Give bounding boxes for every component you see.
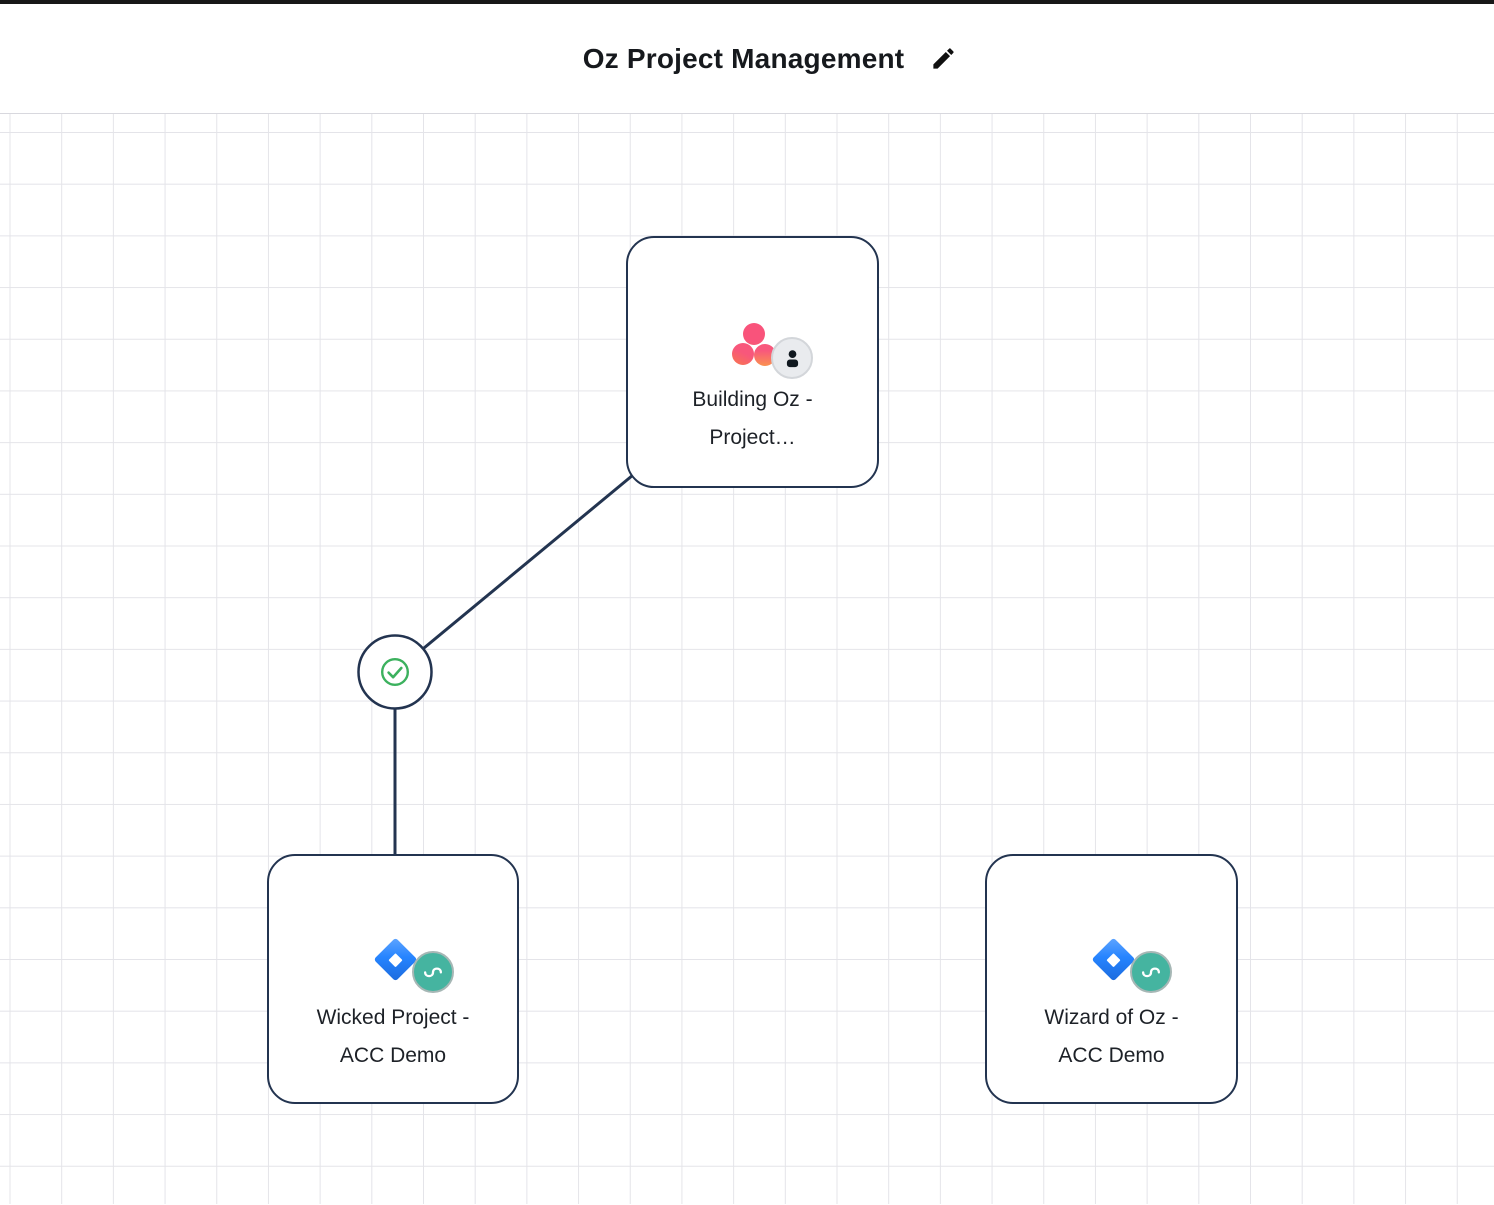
unito-sync-icon xyxy=(412,951,454,993)
flow-title-group: Oz Project Management xyxy=(582,42,958,74)
jira-icon xyxy=(1091,937,1136,982)
flow-edges-layer xyxy=(357,473,634,855)
flow-connector-status[interactable] xyxy=(357,634,433,710)
edge-building-oz-to-connector xyxy=(394,473,634,674)
node-wicked-project[interactable]: Wicked Project - ACC Demo xyxy=(267,854,519,1104)
unito-sync-icon xyxy=(1130,951,1172,993)
asana-icon xyxy=(728,321,792,371)
user-avatar-icon xyxy=(771,337,813,379)
top-border-bar xyxy=(0,0,1494,4)
check-circle-icon xyxy=(381,658,410,687)
flow-header: Oz Project Management xyxy=(0,4,1494,113)
flow-canvas[interactable]: Building Oz - Project… Wicked Project - … xyxy=(0,113,1494,1204)
edit-title-button[interactable] xyxy=(930,45,957,72)
node-label: Wizard of Oz - ACC Demo xyxy=(1044,1006,1179,1067)
node-building-oz[interactable]: Building Oz - Project… xyxy=(626,236,879,488)
pencil-icon xyxy=(930,45,957,72)
page-title: Oz Project Management xyxy=(582,42,905,74)
node-wizard-of-oz[interactable]: Wizard of Oz - ACC Demo xyxy=(985,854,1238,1104)
node-label: Wicked Project - ACC Demo xyxy=(316,1006,470,1067)
jira-icon xyxy=(373,937,418,982)
node-label: Building Oz - Project… xyxy=(692,388,813,449)
